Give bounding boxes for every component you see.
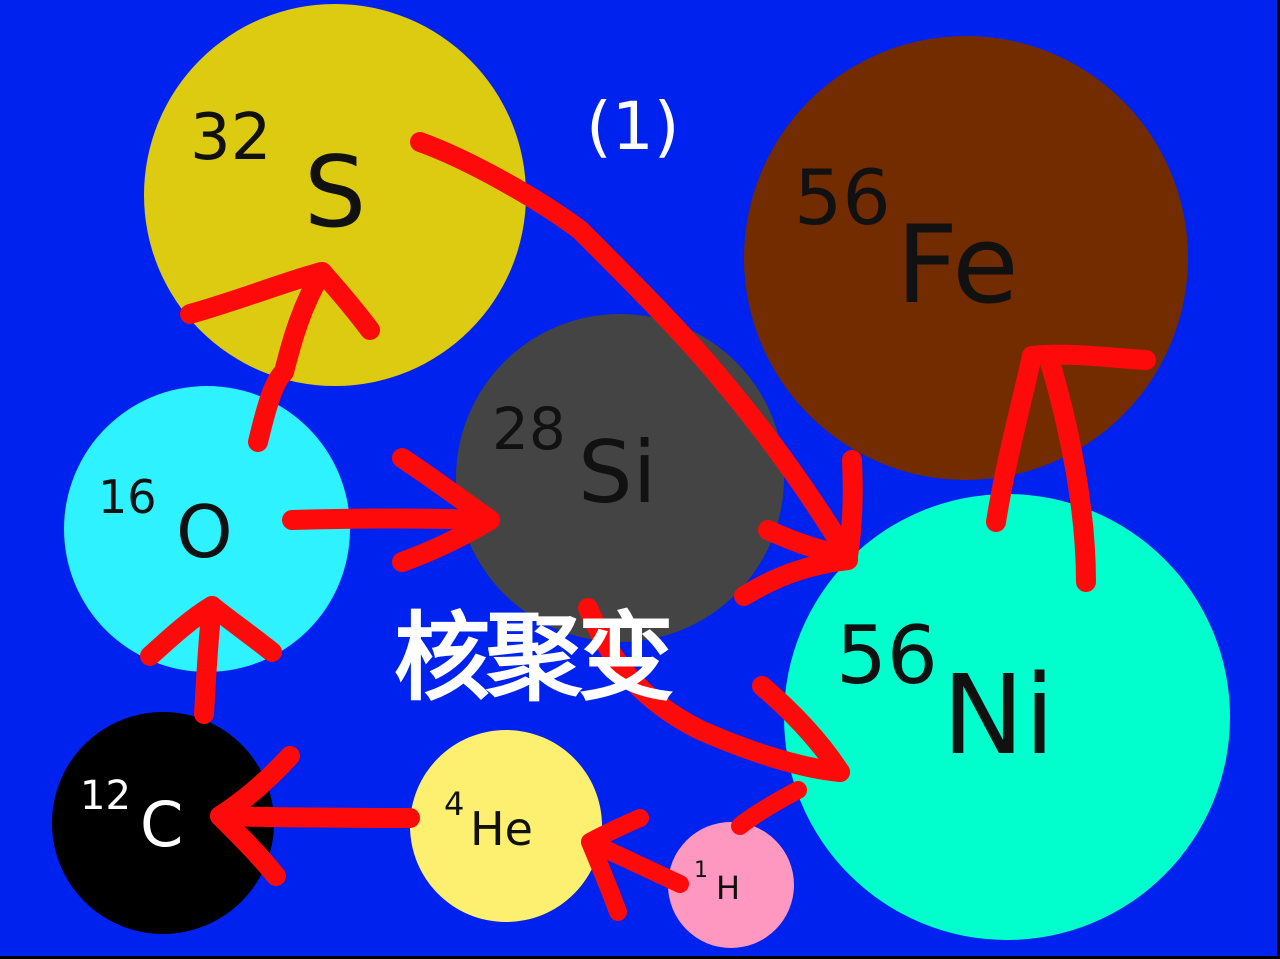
node-iron-56-mass: 56 bbox=[794, 153, 891, 242]
arrow-s-to-ni bbox=[410, 132, 858, 566]
node-nickel-56: 56 Ni bbox=[784, 494, 1230, 940]
node-helium-4-symbol: He bbox=[470, 802, 533, 856]
node-silicon-28: 28 Si bbox=[456, 314, 784, 642]
node-iron-56-symbol: Fe bbox=[896, 203, 1019, 328]
arrow-o-to-si-head bbox=[392, 448, 500, 572]
arrow-si-to-ni-curve-head bbox=[752, 676, 850, 782]
node-sulfur-32-mass: 32 bbox=[190, 101, 272, 175]
node-sulfur-32-symbol: S bbox=[304, 136, 367, 250]
arrow-h-to-he-head bbox=[581, 809, 649, 921]
node-oxygen-16-mass: 16 bbox=[98, 470, 157, 524]
arrow-o-to-si bbox=[282, 508, 500, 530]
node-nickel-56-symbol: Ni bbox=[942, 651, 1055, 779]
node-carbon-12-symbol: C bbox=[140, 788, 184, 861]
node-sulfur-32: 32 S bbox=[144, 4, 526, 386]
node-hydrogen-1: 1 H bbox=[668, 822, 794, 948]
arrow-ni-to-h bbox=[731, 781, 807, 835]
arrow-ni-to-fe-head bbox=[1022, 344, 1156, 370]
node-helium-4: 4 He bbox=[410, 730, 602, 922]
diagram-marker: (1) bbox=[586, 88, 680, 165]
arrow-si-to-ni bbox=[734, 550, 858, 606]
arrow-o-to-s-head bbox=[180, 262, 380, 340]
arrow-o-to-s bbox=[248, 262, 332, 452]
node-iron-56: 56 Fe bbox=[744, 36, 1188, 480]
arrow-ni-to-fe-left bbox=[986, 346, 1042, 532]
arrow-he-to-c bbox=[210, 806, 420, 828]
node-helium-4-mass: 4 bbox=[444, 785, 465, 823]
node-hydrogen-1-mass: 1 bbox=[694, 858, 708, 883]
arrow-he-to-c-head bbox=[210, 746, 300, 886]
node-oxygen-16-symbol: O bbox=[176, 490, 233, 574]
diagram-caption: 核聚变 bbox=[394, 602, 674, 714]
node-hydrogen-1-symbol: H bbox=[716, 869, 741, 907]
arrow-c-to-o-head bbox=[140, 596, 282, 666]
node-silicon-28-mass: 28 bbox=[492, 395, 566, 463]
node-nickel-56-mass: 56 bbox=[836, 609, 938, 702]
node-silicon-28-symbol: Si bbox=[578, 423, 657, 523]
arrow-ni-to-fe-right bbox=[1040, 352, 1096, 592]
arrow-si-to-ni-curve bbox=[578, 598, 850, 782]
node-carbon-12-mass: 12 bbox=[80, 773, 131, 819]
